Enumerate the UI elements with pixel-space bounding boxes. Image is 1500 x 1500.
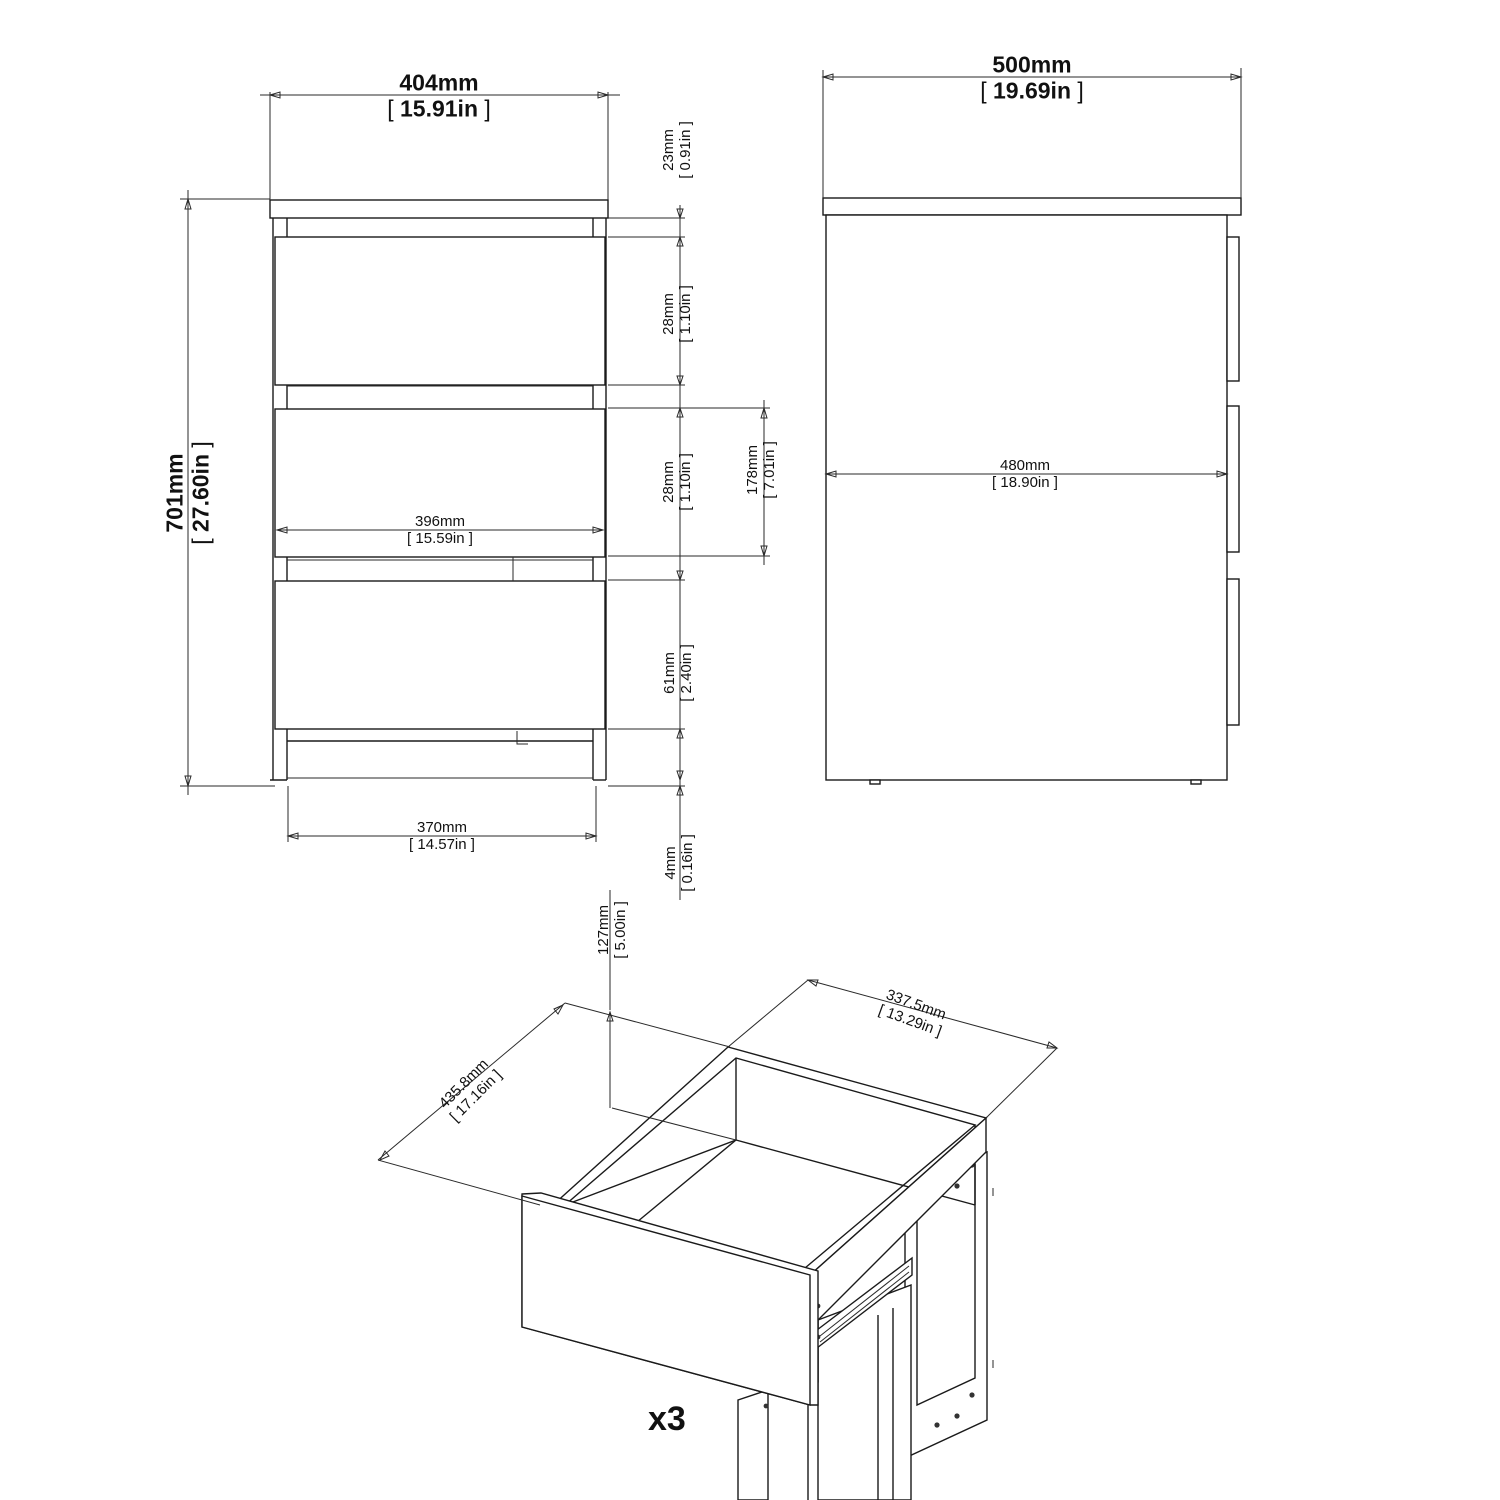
inner-depth-in: 18.90in bbox=[992, 474, 1058, 491]
label-gap-middle: 28mm 1.10in bbox=[660, 453, 695, 511]
side-depth-mm: 500mm bbox=[992, 51, 1072, 78]
label-front-width: 404mm 15.91in bbox=[387, 70, 491, 123]
label-plinth-height: 61mm 2.40in bbox=[661, 644, 696, 702]
base-width-in: 14.57in bbox=[409, 836, 475, 853]
gap-middle-mm: 28mm bbox=[659, 461, 677, 503]
label-base-width: 370mm 14.57in bbox=[409, 819, 475, 854]
drawer-height-in: 7.01in bbox=[761, 441, 778, 499]
total-height-mm: 701mm bbox=[161, 453, 188, 533]
top-thickness-in: 0.91in bbox=[677, 121, 694, 179]
gap-middle-in: 1.10in bbox=[677, 453, 694, 511]
front-view bbox=[180, 91, 770, 900]
label-drawer-depth: 127mm 5.00in bbox=[595, 901, 630, 959]
gap-upper-in: 1.10in bbox=[677, 285, 694, 343]
drawer-depth-mm: 127mm bbox=[594, 904, 612, 956]
side-view bbox=[821, 68, 1243, 785]
leg-gap-mm: 4mm bbox=[661, 846, 679, 880]
plinth-height-mm: 61mm bbox=[660, 652, 678, 694]
top-thickness-mm: 23mm bbox=[659, 129, 677, 171]
drawer-height-mm: 178mm bbox=[743, 444, 761, 496]
inner-width-mm: 396mm bbox=[414, 512, 466, 530]
label-inner-width: 396mm 15.59in bbox=[407, 513, 473, 548]
inner-depth-mm: 480mm bbox=[999, 456, 1051, 474]
label-inner-depth: 480mm 18.90in bbox=[992, 457, 1058, 492]
front-width-in: 15.91in bbox=[387, 96, 491, 122]
base-width-mm: 370mm bbox=[416, 818, 468, 836]
label-drawer-height: 178mm 7.01in bbox=[744, 441, 779, 499]
plinth-height-in: 2.40in bbox=[678, 644, 695, 702]
label-total-height: 701mm 27.60in bbox=[162, 441, 215, 545]
label-side-depth: 500mm 19.69in bbox=[980, 52, 1084, 105]
leg-gap-in: 0.16in bbox=[679, 834, 696, 892]
side-depth-in: 19.69in bbox=[980, 78, 1084, 104]
gap-upper-mm: 28mm bbox=[659, 293, 677, 335]
quantity-label: x3 bbox=[648, 1400, 686, 1438]
drawer-isometric bbox=[377, 890, 1059, 1500]
drawer-depth-in: 5.00in bbox=[612, 901, 629, 959]
label-gap-upper: 28mm 1.10in bbox=[660, 285, 695, 343]
inner-width-in: 15.59in bbox=[407, 530, 473, 547]
total-height-in: 27.60in bbox=[188, 441, 214, 545]
front-width-mm: 404mm bbox=[399, 69, 479, 96]
label-top-thickness: 23mm 0.91in bbox=[660, 121, 695, 179]
label-leg-gap: 4mm 0.16in bbox=[662, 834, 697, 892]
